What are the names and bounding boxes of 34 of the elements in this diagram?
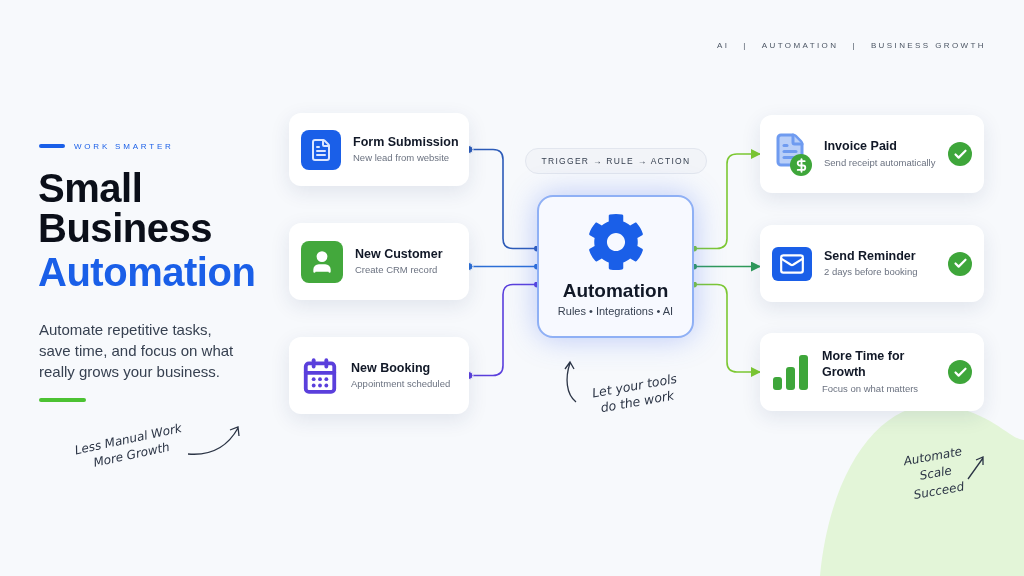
trigger-card xyxy=(289,337,469,414)
separator: | xyxy=(743,40,748,52)
eyebrow-text: WORK SMARTER xyxy=(74,141,174,153)
card-title: New Booking xyxy=(351,360,432,377)
card-title: Form Submission xyxy=(353,134,457,151)
handwritten-note: Let your tools do the work xyxy=(589,369,679,418)
headline: Small Business xyxy=(38,168,213,248)
card-subtitle: Appointment scheduled xyxy=(351,378,452,391)
outcome-card xyxy=(760,333,984,411)
trigger-card xyxy=(289,223,469,300)
topic-tag: BUSINESS GROWTH xyxy=(870,40,986,52)
topic-tag: AUTOMATION xyxy=(761,40,839,52)
outcome-card xyxy=(760,225,984,302)
card-title: New Customer xyxy=(355,246,444,263)
topic-tag: AI xyxy=(716,40,730,52)
handwritten-note: Less Manual Work More Growth xyxy=(72,420,184,472)
card-subtitle: 2 days before booking xyxy=(824,266,919,279)
headline-accent: Automation xyxy=(38,252,257,292)
separator: | xyxy=(852,40,857,52)
card-subtitle: Focus on what matters xyxy=(822,382,920,395)
automation-hub-box xyxy=(537,195,694,338)
outcome-card xyxy=(760,115,984,193)
hub-title: Automation xyxy=(562,279,669,304)
card-subtitle: Send receipt automatically xyxy=(824,156,936,169)
handwritten-note: Automate Scale Succeed xyxy=(901,443,967,504)
card-title: More Time for Growth xyxy=(822,349,906,381)
trigger-card xyxy=(289,113,469,186)
card-title: Invoice Paid xyxy=(824,139,898,155)
description-paragraph: Automate repetitive tasks, save time, and focus on what really grows your business. xyxy=(39,320,235,382)
hub-subtitle: Rules • Integrations • AI xyxy=(557,304,674,320)
card-title: Send Reminder xyxy=(824,248,917,265)
card-subtitle: New lead from website xyxy=(353,152,451,165)
flow-steps-pill: TRIGGER → RULE → ACTION xyxy=(525,148,707,174)
card-subtitle: Create CRM record xyxy=(355,264,439,277)
